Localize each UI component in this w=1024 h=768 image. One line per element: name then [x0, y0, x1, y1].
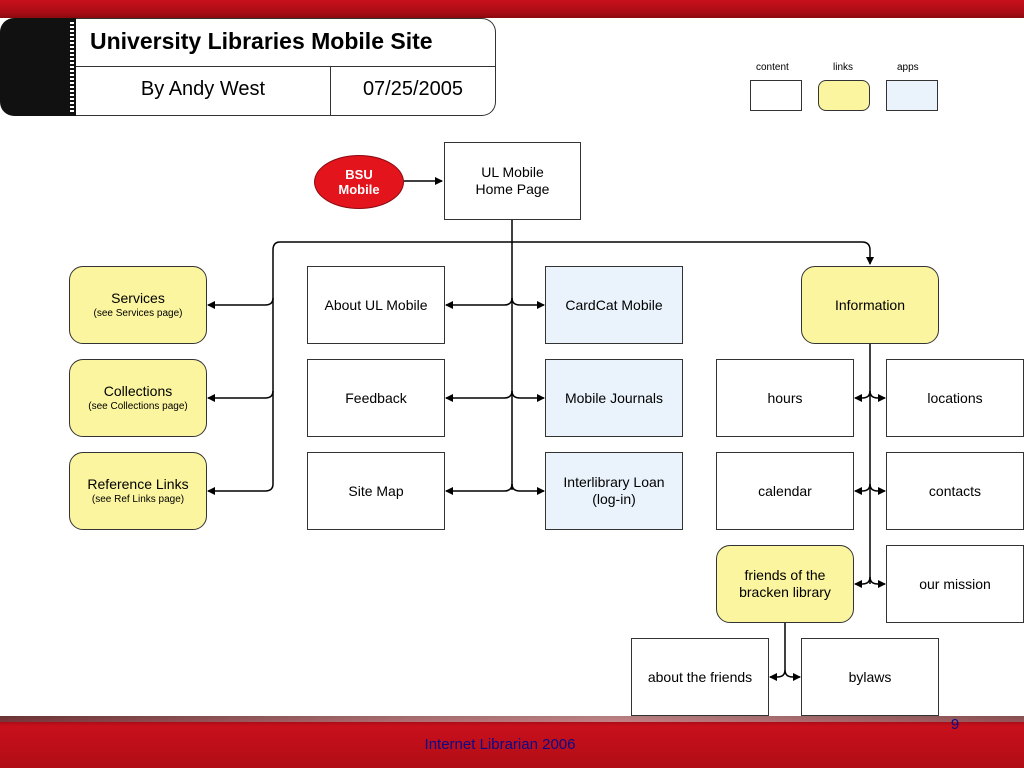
reference-links-subtitle: (see Ref Links page) [91, 494, 185, 505]
reference-links-node: Reference Links (see Ref Links page) [69, 452, 207, 530]
locations-node: locations [886, 359, 1024, 437]
collections-node: Collections (see Collections page) [69, 359, 207, 437]
about-ul-mobile-node: About UL Mobile [307, 266, 445, 344]
home-page-node: UL Mobile Home Page [444, 142, 581, 220]
about-the-friends-node: about the friends [631, 638, 769, 716]
title-tab [0, 18, 78, 116]
title-box [76, 18, 496, 116]
legend-links-label: links [833, 62, 854, 73]
page-title: University Libraries Mobile Site [90, 28, 433, 54]
author: By Andy West [140, 78, 266, 100]
services-title: Services [111, 290, 165, 306]
calendar-node: calendar [716, 452, 854, 530]
legend-content-label: content [756, 62, 789, 73]
title-dotted-rule [70, 22, 74, 112]
collections-subtitle: (see Collections page) [88, 401, 188, 412]
footer-text: Internet Librarian 2006 [424, 736, 576, 753]
contacts-node: contacts [886, 452, 1024, 530]
reference-links-title: Reference Links [87, 476, 189, 492]
title-vertical-divider [330, 66, 331, 116]
friends-of-library-node: friends of the bracken library [716, 545, 854, 623]
legend-apps-label: apps [897, 62, 919, 73]
site-map-node: Site Map [307, 452, 445, 530]
legend-apps-swatch [886, 80, 938, 111]
hours-node: hours [716, 359, 854, 437]
page-number: 9 [950, 716, 960, 733]
collections-title: Collections [103, 383, 173, 399]
our-mission-node: our mission [886, 545, 1024, 623]
services-subtitle: (see Services page) [93, 308, 183, 319]
mobile-journals-node: Mobile Journals [545, 359, 683, 437]
services-node: Services (see Services page) [69, 266, 207, 344]
bylaws-node: bylaws [801, 638, 939, 716]
title-divider [76, 66, 496, 67]
bottom-banner [0, 716, 1024, 768]
bsu-mobile-node: BSU Mobile [314, 155, 404, 209]
cardcat-mobile-node: CardCat Mobile [545, 266, 683, 344]
information-node: Information [801, 266, 939, 344]
legend-links-swatch [818, 80, 870, 111]
interlibrary-loan-node: Interlibrary Loan (log-in) [545, 452, 683, 530]
date: 07/25/2005 [362, 78, 464, 100]
top-banner [0, 0, 1024, 18]
feedback-node: Feedback [307, 359, 445, 437]
legend-content-swatch [750, 80, 802, 111]
